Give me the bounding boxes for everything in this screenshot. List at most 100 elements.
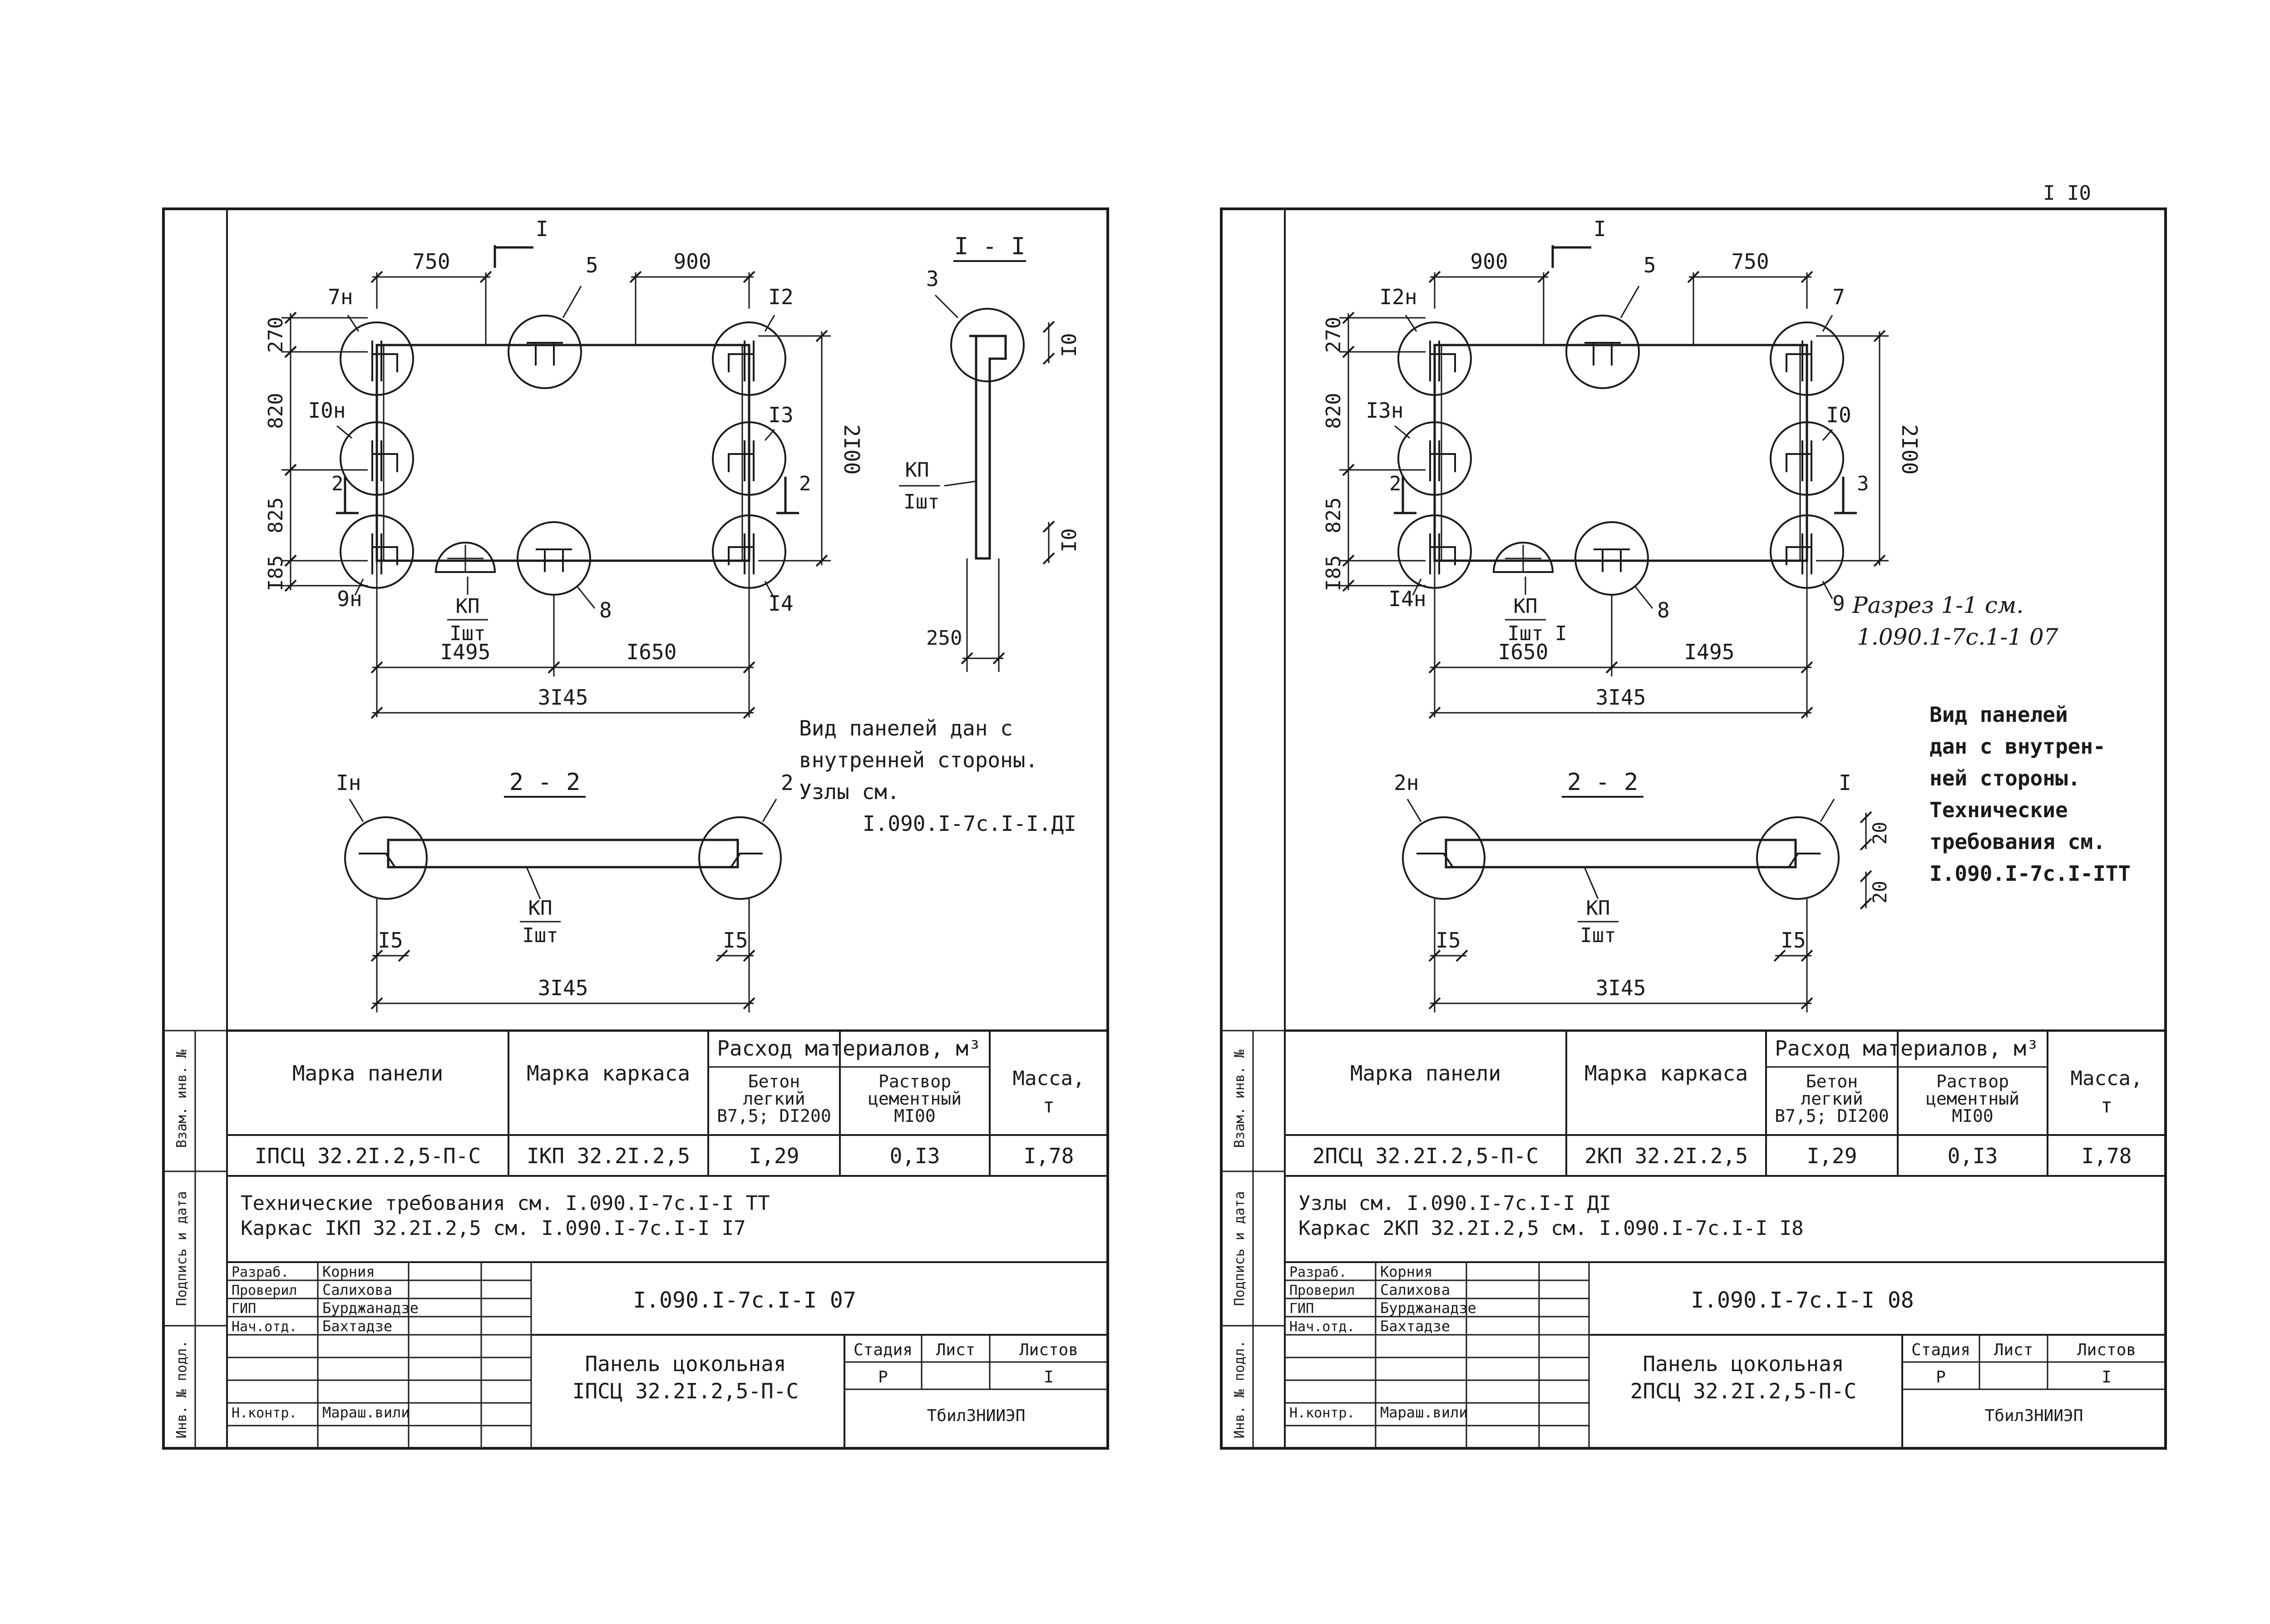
dim-tick	[1428, 706, 1441, 719]
node-detail	[1786, 533, 1812, 574]
leader-line	[1412, 578, 1422, 596]
dimension-label: 20	[1869, 822, 1891, 845]
title-mark: 2ПСЦ 32.2I.2,5-П-С	[1630, 1379, 1857, 1403]
dimension-label: I5	[1436, 928, 1461, 953]
node-label: 2	[781, 770, 794, 795]
table-subheader: цементный	[868, 1089, 962, 1109]
dim-tick	[815, 330, 828, 342]
node-circle	[698, 816, 782, 900]
note-line: ней стороны.	[1930, 766, 2080, 790]
node-circle	[1770, 421, 1844, 496]
table-subheader: Раствор	[878, 1071, 951, 1091]
kp-label: КП	[1586, 897, 1610, 920]
leader-line	[526, 867, 541, 899]
dim-tick	[370, 661, 383, 674]
note-line: требования см.	[1930, 829, 2106, 854]
dim-tick	[398, 949, 410, 962]
node-label: 5	[1643, 253, 1656, 277]
notes-block-line: Узлы см. I.090.I-7с.I-I ДI	[1298, 1192, 1611, 1215]
leader-line	[1620, 286, 1640, 318]
dim-tick	[1342, 579, 1355, 592]
leader-line	[1822, 429, 1833, 441]
node-label: I4н	[1388, 587, 1426, 611]
section-mark: 3	[1857, 472, 1869, 495]
node-detail	[1429, 341, 1456, 381]
dim-tick	[1873, 330, 1886, 342]
side-stamp-label: Подпись и дата	[1232, 1191, 1248, 1306]
stamp-role: Проверил	[1289, 1283, 1355, 1298]
node-label: 5	[586, 253, 598, 277]
dim-tick	[370, 997, 383, 1010]
dim-tick	[1428, 949, 1441, 962]
leader-line	[336, 425, 352, 439]
node-detail	[371, 533, 398, 574]
node-label: I0	[1826, 403, 1851, 427]
node-circle	[712, 421, 786, 496]
dim-tick	[284, 554, 297, 567]
dim-tick	[743, 661, 755, 674]
section-title: 2 - 2	[509, 769, 581, 796]
stamp-role: Проверил	[232, 1283, 297, 1298]
node-label: 3	[926, 267, 939, 291]
leader-line	[354, 578, 364, 596]
dim-tick	[1428, 271, 1441, 283]
stamp-role: Разраб.	[232, 1264, 289, 1280]
node-circle	[340, 421, 414, 496]
node-circle	[1770, 321, 1844, 396]
section-mark: I	[1594, 217, 1606, 241]
table-subheader: MI00	[894, 1106, 936, 1126]
dim-tick	[743, 706, 755, 719]
dim-tick	[1801, 271, 1813, 283]
node-label: 8	[1657, 598, 1670, 622]
section-profile	[969, 335, 1007, 560]
dimension-label: 3I45	[1596, 685, 1646, 710]
section-joint	[359, 853, 418, 868]
dimension-label: 3I45	[538, 685, 588, 710]
table-header: т	[1043, 1094, 1055, 1117]
dimension-label: 750	[412, 249, 450, 274]
leader-line	[576, 585, 596, 609]
dimension-label: 270	[264, 317, 287, 353]
dim-tick	[1342, 346, 1355, 358]
node-circle	[340, 321, 414, 396]
dimension-label: I650	[1498, 640, 1549, 664]
dim-tick	[1773, 949, 1786, 962]
leader-line	[1822, 581, 1833, 599]
dim-tick	[1342, 554, 1355, 567]
panel-outline	[375, 344, 750, 562]
table-subheader: В7,5; DI200	[1775, 1106, 1889, 1126]
stamp-role: Н.контр.	[232, 1405, 297, 1421]
table-cell: 2КП 32.2I.2,5	[1584, 1144, 1748, 1168]
stamp-name: Бурджанадзе	[322, 1299, 419, 1317]
dim-tick	[370, 271, 383, 283]
dim-tick	[716, 949, 728, 962]
section-joint	[1416, 853, 1476, 868]
dim-tick	[1801, 997, 1813, 1010]
node-label: I4	[768, 591, 793, 616]
kp-label: КП	[528, 897, 553, 920]
dim-tick	[479, 271, 492, 283]
node-detail	[1584, 342, 1621, 365]
dimension-label: I5	[378, 928, 403, 953]
section-title: 2 - 2	[1567, 769, 1638, 796]
stamp-name: Мараш.вили	[1380, 1404, 1468, 1421]
kp-count: Iшт	[903, 490, 939, 513]
note-line: внутренней стороны.	[799, 748, 1038, 772]
dim-tick	[743, 997, 755, 1010]
table-cell: IКП 32.2I.2,5	[527, 1144, 690, 1168]
kp-label: КП	[1514, 595, 1538, 618]
section-mark: I	[1555, 622, 1567, 645]
side-stamp-label: Инв. № подл.	[174, 1340, 190, 1439]
node-circle	[344, 816, 428, 900]
dim-tick	[370, 706, 383, 719]
table-header: т	[2101, 1094, 2113, 1117]
table-header: Марка каркаса	[1584, 1061, 1748, 1086]
section-joint	[1766, 853, 1821, 868]
leader-line	[1394, 425, 1410, 439]
stamp-head: Листов	[2077, 1341, 2136, 1359]
dimension-label: 750	[1731, 249, 1769, 274]
table-cell: 2ПСЦ 32.2I.2,5-П-С	[1313, 1144, 1539, 1168]
node-label: 9н	[337, 587, 362, 611]
node-circle	[1402, 816, 1485, 900]
